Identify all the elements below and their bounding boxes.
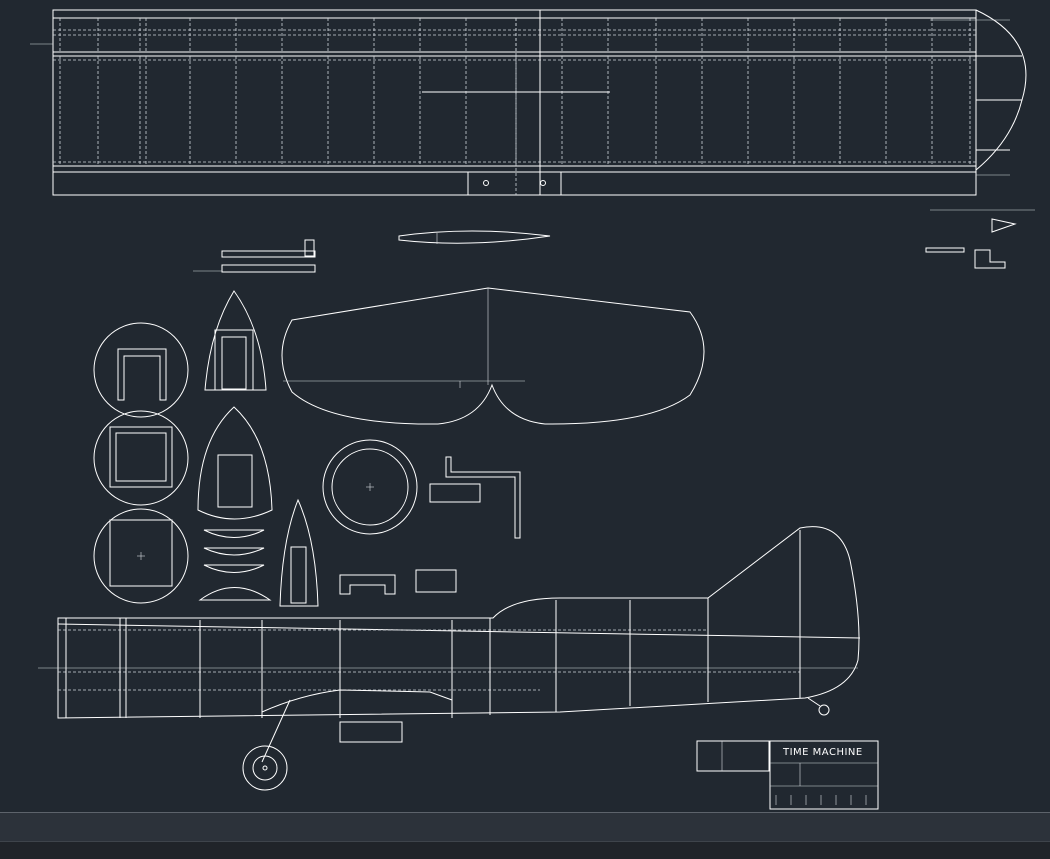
wing-plan [30, 9, 1027, 196]
status-bar [0, 812, 1050, 859]
firewall-ring [322, 439, 521, 595]
status-bar-lower [0, 841, 1050, 859]
drawing-canvas[interactable]: TIME MACHINE [0, 0, 1050, 812]
title-block: TIME MACHINE [696, 740, 879, 810]
fuselage-formers [93, 290, 319, 607]
horizontal-stabilizer [281, 287, 705, 425]
detail-small-parts [193, 209, 1035, 273]
fuselage-side-view [38, 526, 861, 791]
drawing-title: TIME MACHINE [782, 747, 863, 758]
